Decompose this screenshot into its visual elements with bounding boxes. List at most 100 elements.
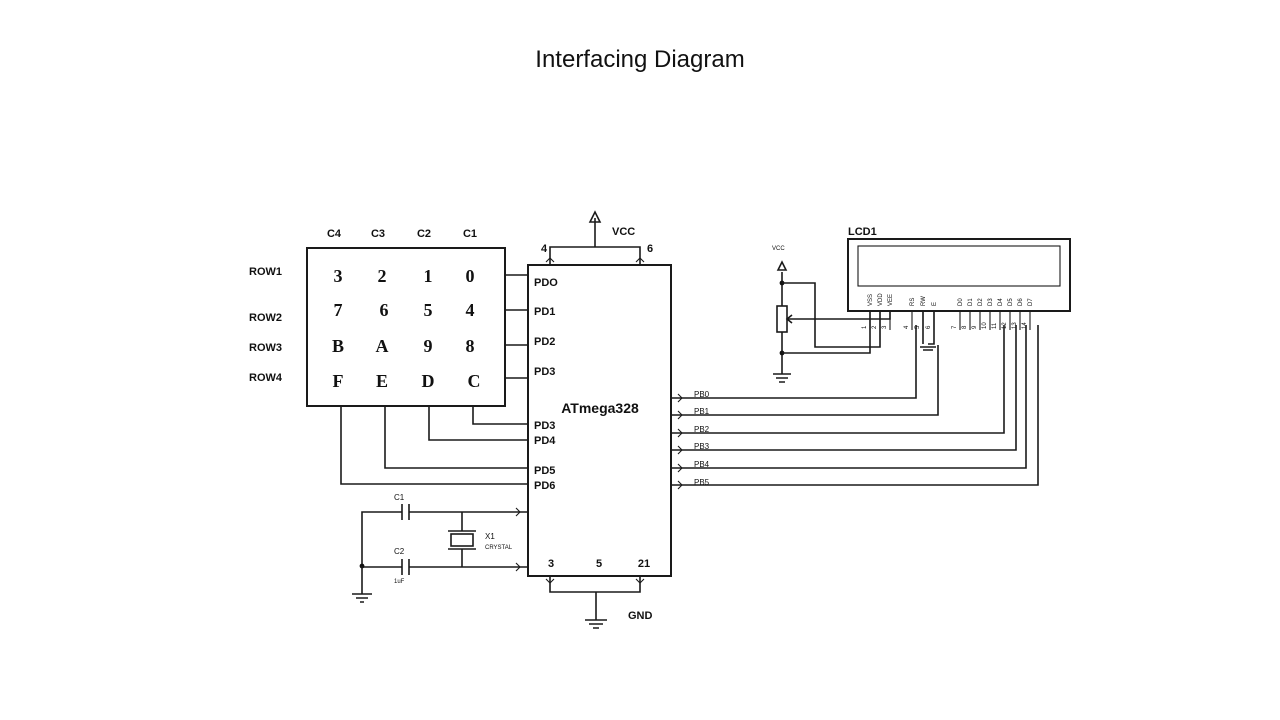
lcd-pin-number: 13 <box>1012 322 1018 329</box>
lcd-body <box>847 238 1071 312</box>
keypad-column-labels: C4 C3 C2 C1 <box>327 228 477 240</box>
lcd-pin-number: 8 <box>962 325 968 329</box>
lcd-pin-number: 11 <box>992 322 998 329</box>
mcu-pin-number: 6 <box>647 243 653 255</box>
keypad-key: 4 <box>466 300 475 320</box>
lcd-pin-label: VDD <box>878 293 884 306</box>
keypad-key: 0 <box>466 266 475 286</box>
lcd-pin-labels: VSS VDD VEE RS RW E D0 D1 D2 D3 D4 D5 D6… <box>868 293 1034 306</box>
keypad-col-label: C2 <box>417 228 431 240</box>
lcd-pin-label: E <box>932 302 938 306</box>
mcu-pin-label: PD5 <box>534 465 555 477</box>
keypad-key: B <box>332 336 344 356</box>
mcu-pin-number: 3 <box>548 558 554 570</box>
keypad-key: 8 <box>466 336 475 356</box>
page-title: Interfacing Diagram <box>535 46 745 73</box>
keypad-row-label: ROW2 <box>249 312 282 324</box>
vcc-symbol <box>545 210 645 265</box>
potentiometer <box>773 260 891 383</box>
keypad-key: A <box>376 336 389 356</box>
lcd-pin-label: RS <box>910 298 916 306</box>
keypad-col-label: C3 <box>371 228 385 240</box>
lcd-pin-number: 14 <box>1022 322 1028 329</box>
mcu-pin-label: PD1 <box>534 306 555 318</box>
keypad-key: 2 <box>378 266 387 286</box>
lcd-pin-label: D7 <box>1028 298 1034 306</box>
mcu-pin-label: PD3 <box>534 420 555 432</box>
mcu-pin-label: PB5 <box>694 478 710 487</box>
lcd-pin-label: D6 <box>1018 298 1024 306</box>
pot-vcc-label: VCC <box>772 246 785 252</box>
crystal-circuit <box>352 504 528 603</box>
mcu-bottom-pin-numbers: 3 5 21 <box>548 558 650 570</box>
lcd-pin-label: VEE <box>888 294 894 306</box>
keypad-key: 3 <box>334 266 343 286</box>
keypad-column-wires <box>340 406 528 485</box>
capacitor-c1-label: C1 <box>394 493 405 502</box>
lcd-pin-label: D5 <box>1008 298 1014 306</box>
gnd-symbol <box>545 576 645 629</box>
keypad-keys: 3 2 1 0 7 6 5 4 B A 9 8 F E D C <box>332 266 481 391</box>
keypad-body <box>306 247 506 407</box>
mcu-pin-label: PD2 <box>534 336 555 348</box>
mcu-left-pin-labels: PDO PD1 PD2 PD3 PD3 PD4 PD5 PD6 <box>534 277 558 492</box>
crystal-type: CRYSTAL <box>485 545 513 551</box>
lcd-screen <box>857 245 1061 287</box>
capacitor-c2-label: C2 <box>394 547 405 556</box>
lcd-pin-numbers: 1 2 3 4 5 6 7 8 9 10 11 12 13 14 <box>862 322 1028 329</box>
mcu-pin-label: PDO <box>534 277 558 289</box>
mcu-pin-number: 5 <box>596 558 602 570</box>
mcu-pin-label: PB0 <box>694 390 710 399</box>
lcd-pin-number: 4 <box>904 325 910 329</box>
lcd-pin-number: 1 <box>862 325 868 329</box>
crystal-label: X1 <box>485 532 495 541</box>
keypad-key: 9 <box>424 336 433 356</box>
keypad-key: 6 <box>380 300 389 320</box>
lcd-pin-label: VSS <box>868 294 874 306</box>
keypad-key: 7 <box>334 300 343 320</box>
lcd-pin-label: RW <box>921 296 927 306</box>
mcu-right-pin-labels: PB0 PB1 PB2 PB3 PB4 PB5 <box>694 390 710 487</box>
mcu-pin-label: PD6 <box>534 480 555 492</box>
mcu-pin-label: PB2 <box>694 425 710 434</box>
lcd-pin-label: D1 <box>968 298 974 306</box>
mcu-pin-label: PB4 <box>694 460 710 469</box>
keypad-row-labels: ROW1 ROW2 ROW3 ROW4 <box>249 266 283 384</box>
lcd-pin-number: 12 <box>1002 322 1008 329</box>
mcu-pin-label: PD4 <box>534 435 556 447</box>
keypad-row-label: ROW4 <box>249 372 283 384</box>
lcd-pin-number: 6 <box>926 325 932 329</box>
keypad-row-wires <box>505 274 528 379</box>
mcu-pin-label: PD3 <box>534 366 555 378</box>
lcd-pin-number: 3 <box>882 325 888 329</box>
gnd-label: GND <box>628 610 653 622</box>
keypad-key: 5 <box>424 300 433 320</box>
lcd-pin-label: D2 <box>978 298 984 306</box>
mcu-pin-number: 4 <box>541 243 548 255</box>
keypad-key: E <box>376 371 388 391</box>
keypad-key: 1 <box>424 266 433 286</box>
lcd-rw-ground <box>920 311 936 351</box>
lcd-pin-number: 9 <box>972 325 978 329</box>
lcd-pin-number: 2 <box>872 325 878 329</box>
lcd-pin-label: D3 <box>988 298 994 306</box>
lcd-name: LCD1 <box>848 226 877 238</box>
keypad-key: C <box>468 371 481 391</box>
keypad-row-label: ROW1 <box>249 266 282 278</box>
mcu-body <box>527 264 672 577</box>
keypad-key: F <box>333 371 344 391</box>
lcd-pin-number: 7 <box>952 325 958 329</box>
mcu-name: ATmega328 <box>561 400 639 416</box>
lcd-pin-number: 5 <box>915 325 921 329</box>
vcc-label: VCC <box>612 226 635 238</box>
mcu-pin-label: PB1 <box>694 407 710 416</box>
capacitor-c2-value: 1uF <box>394 579 405 585</box>
lcd-pin-label: D0 <box>958 298 964 306</box>
mcu-pin-number: 21 <box>638 558 650 570</box>
mcu-top-pin-numbers: 4 6 <box>541 243 653 255</box>
lcd-pin-label: D4 <box>998 298 1004 306</box>
keypad-col-label: C1 <box>463 228 477 240</box>
pb-wires <box>671 325 1039 490</box>
mcu-pin-label: PB3 <box>694 442 710 451</box>
